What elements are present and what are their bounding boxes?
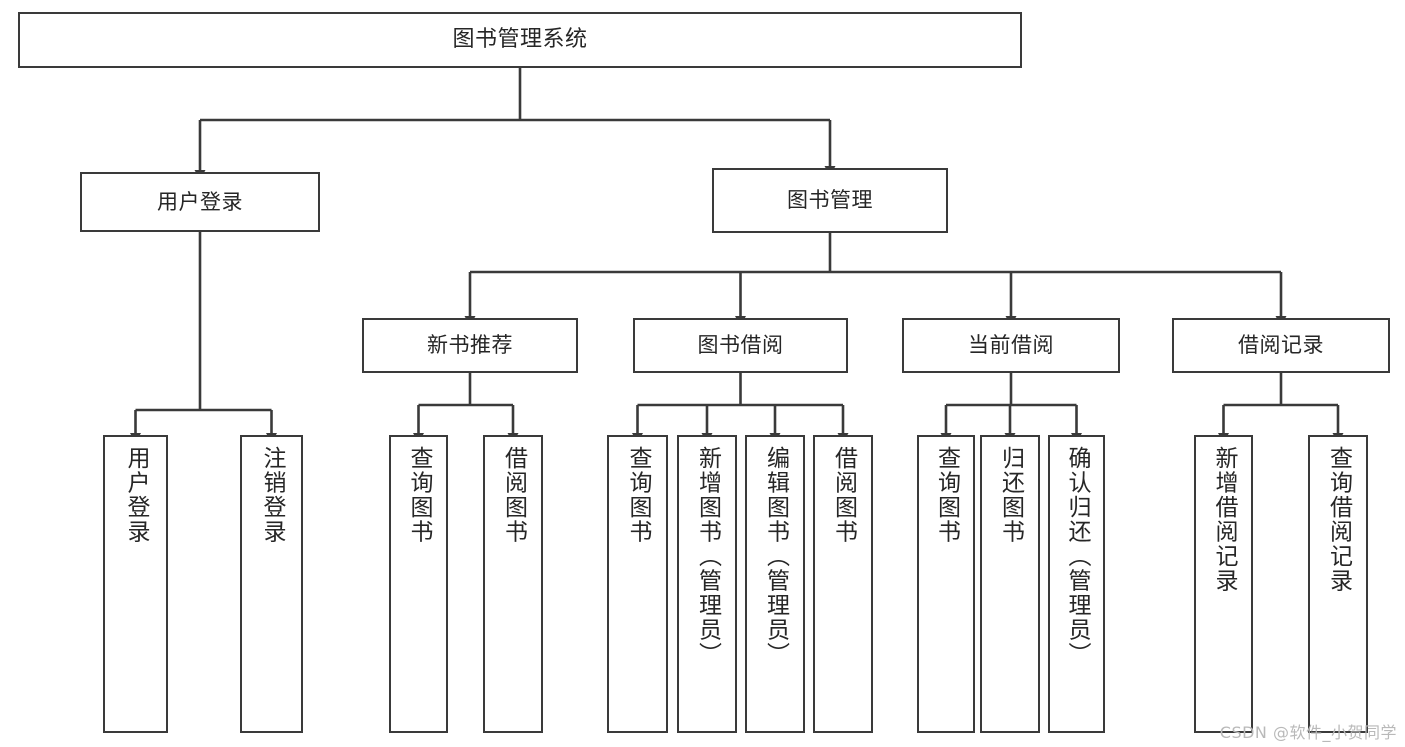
node-label: 借阅记录 <box>1238 333 1324 358</box>
node-root[interactable]: 图书管理系统 <box>18 12 1022 68</box>
node-label: 确认归还（管理员） <box>1064 446 1090 667</box>
node-label: 注销登录 <box>259 446 285 544</box>
node-records[interactable]: 借阅记录 <box>1172 318 1390 373</box>
node-label: 当前借阅 <box>968 333 1054 358</box>
node-borrow[interactable]: 图书借阅 <box>633 318 848 373</box>
node-leaf-query-book-2[interactable]: 查询图书 <box>607 435 668 733</box>
connector-lines <box>130 68 1344 443</box>
node-leaf-add-record[interactable]: 新增借阅记录 <box>1194 435 1253 733</box>
node-label: 用户登录 <box>123 446 149 544</box>
node-label: 借阅图书 <box>830 446 857 544</box>
node-label: 新增图书（管理员） <box>694 446 721 667</box>
node-label: 查询图书 <box>625 446 651 544</box>
node-label: 查询图书 <box>933 446 960 544</box>
node-label: 用户登录 <box>157 189 243 214</box>
node-leaf-return-book[interactable]: 归还图书 <box>980 435 1040 733</box>
node-bookmgmt[interactable]: 图书管理 <box>712 168 948 233</box>
node-newbook[interactable]: 新书推荐 <box>362 318 578 373</box>
node-leaf-borrow-book-2[interactable]: 借阅图书 <box>813 435 873 733</box>
node-login[interactable]: 用户登录 <box>80 172 320 232</box>
node-current[interactable]: 当前借阅 <box>902 318 1120 373</box>
node-leaf-edit-book[interactable]: 编辑图书（管理员） <box>745 435 805 733</box>
node-leaf-user-login[interactable]: 用户登录 <box>103 435 168 733</box>
node-leaf-query-book-3[interactable]: 查询图书 <box>917 435 975 733</box>
node-label: 归还图书 <box>997 446 1024 544</box>
node-label: 新增借阅记录 <box>1211 446 1237 593</box>
node-label: 新书推荐 <box>427 333 513 358</box>
node-leaf-query-book-1[interactable]: 查询图书 <box>389 435 448 733</box>
node-leaf-query-record[interactable]: 查询借阅记录 <box>1308 435 1368 733</box>
node-leaf-confirm-return[interactable]: 确认归还（管理员） <box>1048 435 1105 733</box>
node-leaf-user-logout[interactable]: 注销登录 <box>240 435 303 733</box>
node-label: 查询图书 <box>406 446 432 544</box>
node-label: 编辑图书（管理员） <box>762 446 789 667</box>
node-label: 图书管理系统 <box>452 27 588 53</box>
node-label: 查询借阅记录 <box>1325 446 1352 593</box>
node-leaf-borrow-book-1[interactable]: 借阅图书 <box>483 435 543 733</box>
node-label: 借阅图书 <box>500 446 527 544</box>
node-leaf-add-book[interactable]: 新增图书（管理员） <box>677 435 737 733</box>
node-label: 图书借阅 <box>697 333 784 358</box>
node-label: 图书管理 <box>787 188 873 213</box>
